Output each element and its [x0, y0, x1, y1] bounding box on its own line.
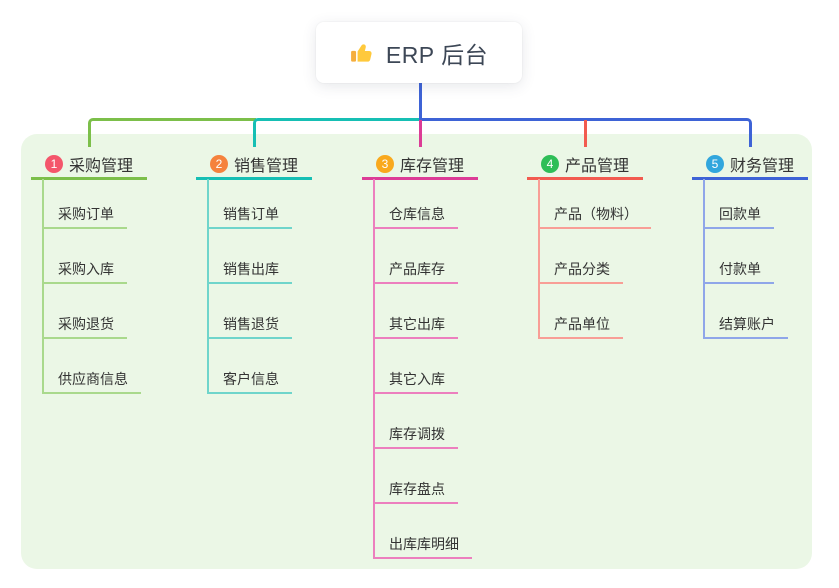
child-node[interactable]: 销售退货 [207, 317, 292, 339]
branch-connector-line [207, 179, 209, 394]
branch-number-badge: 2 [210, 154, 228, 173]
child-row: 产品单位 [538, 284, 651, 339]
child-row: 采购退货 [42, 284, 141, 339]
child-node[interactable]: 客户信息 [207, 372, 292, 394]
child-node[interactable]: 其它出库 [373, 317, 458, 339]
child-row: 回款单 [703, 174, 788, 229]
branches-panel [21, 134, 812, 569]
child-node[interactable]: 库存调拨 [373, 427, 458, 449]
child-node[interactable]: 产品单位 [538, 317, 623, 339]
child-node[interactable]: 销售订单 [207, 207, 292, 229]
branch-header-3[interactable]: 3 库存管理 [362, 150, 478, 180]
child-row: 客户信息 [207, 339, 292, 394]
thumbs-up-icon [350, 40, 376, 66]
branch-label: 产品管理 [565, 157, 630, 175]
connector-elbow-mid [252, 118, 422, 147]
child-row: 出库库明细 [373, 504, 472, 559]
child-row: 库存调拨 [373, 394, 472, 449]
branch-number-badge: 1 [45, 154, 63, 173]
branch-label: 财务管理 [730, 157, 795, 175]
child-row: 库存盘点 [373, 449, 472, 504]
root-connector-line [418, 82, 422, 121]
child-row: 产品库存 [373, 229, 472, 284]
child-node[interactable]: 产品（物料） [538, 207, 651, 229]
branch-connector-line [703, 179, 705, 339]
branch-number-badge: 5 [706, 154, 724, 173]
branch-children: 销售订单销售出库销售退货客户信息 [207, 174, 292, 394]
child-node[interactable]: 其它入库 [373, 372, 458, 394]
child-row: 仓库信息 [373, 174, 472, 229]
connector-drop-product [583, 120, 587, 147]
child-node[interactable]: 结算账户 [703, 317, 788, 339]
child-node[interactable]: 产品分类 [538, 262, 623, 284]
child-node[interactable]: 采购退货 [42, 317, 127, 339]
branch-header-5[interactable]: 5 财务管理 [692, 150, 808, 180]
child-row: 其它出库 [373, 284, 472, 339]
branch-label: 销售管理 [234, 157, 299, 175]
child-node[interactable]: 库存盘点 [373, 482, 458, 504]
branch-label: 采购管理 [69, 157, 134, 175]
branch-label: 库存管理 [400, 157, 465, 175]
branch-children: 采购订单采购入库采购退货供应商信息 [42, 174, 141, 394]
child-node[interactable]: 仓库信息 [373, 207, 458, 229]
child-node[interactable]: 供应商信息 [42, 372, 141, 394]
branch-children: 回款单付款单结算账户 [703, 174, 788, 339]
root-node[interactable]: ERP 后台 [316, 22, 522, 83]
child-row: 供应商信息 [42, 339, 141, 394]
child-node[interactable]: 回款单 [703, 207, 774, 229]
root-title: ERP 后台 [385, 41, 489, 68]
child-node[interactable]: 出库库明细 [373, 537, 472, 559]
child-node[interactable]: 付款单 [703, 262, 774, 284]
child-row: 销售出库 [207, 229, 292, 284]
branch-connector-line [42, 179, 44, 394]
branch-connector-line [538, 179, 540, 339]
child-row: 采购订单 [42, 174, 141, 229]
child-node[interactable]: 销售出库 [207, 262, 292, 284]
child-node[interactable]: 产品库存 [373, 262, 458, 284]
child-row: 付款单 [703, 229, 788, 284]
child-row: 产品（物料） [538, 174, 651, 229]
branch-number-badge: 4 [541, 154, 559, 173]
connector-elbow-left [87, 118, 256, 147]
child-row: 销售退货 [207, 284, 292, 339]
child-row: 其它入库 [373, 339, 472, 394]
branch-children: 产品（物料） 产品分类产品单位 [538, 174, 651, 339]
branch-header-4[interactable]: 4 产品管理 [527, 150, 643, 180]
child-node[interactable]: 采购订单 [42, 207, 127, 229]
child-row: 销售订单 [207, 174, 292, 229]
branch-header-1[interactable]: 1 采购管理 [31, 150, 147, 180]
child-row: 结算账户 [703, 284, 788, 339]
branch-children: 仓库信息产品库存其它出库其它入库库存调拨库存盘点出库库明细 [373, 174, 472, 559]
branch-header-2[interactable]: 2 销售管理 [196, 150, 312, 180]
child-node[interactable]: 采购入库 [42, 262, 127, 284]
branch-number-badge: 3 [376, 154, 394, 173]
branch-connector-line [373, 179, 375, 559]
child-row: 采购入库 [42, 229, 141, 284]
connector-elbow-right [418, 118, 752, 147]
connector-drop-inventory [418, 120, 422, 147]
child-row: 产品分类 [538, 229, 651, 284]
